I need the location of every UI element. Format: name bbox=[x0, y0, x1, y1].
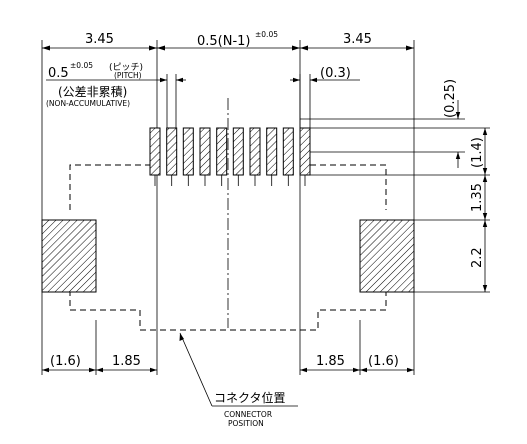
pitch-label-jp: (ピッチ) bbox=[109, 62, 143, 73]
dim-right-width: 3.45 bbox=[343, 32, 372, 47]
vertical-dimensions: (0.25) (1.4) 1.35 2.2 bbox=[443, 79, 488, 292]
signal-pad bbox=[216, 127, 228, 176]
signal-pad bbox=[232, 127, 244, 176]
pitch-tolerance: ±0.05 bbox=[70, 61, 93, 70]
pitch-value: 0.5 bbox=[48, 66, 69, 81]
bottom-dimension: (1.6) 1.85 1.85 (1.6) bbox=[42, 354, 414, 373]
hold-down-pad-left bbox=[41, 219, 97, 293]
dim-bottom-left-inner: 1.85 bbox=[112, 354, 141, 369]
signal-pad bbox=[282, 127, 294, 176]
signal-pad bbox=[299, 127, 311, 176]
dim-pad-length: (1.4) bbox=[470, 137, 485, 168]
callout-label-en-1: CONNECTOR bbox=[224, 410, 272, 419]
dim-bottom-left-outer: (1.6) bbox=[50, 354, 81, 369]
connector-outline bbox=[65, 164, 392, 331]
dim-right-gap: (0.3) bbox=[320, 66, 351, 81]
pitch-annotation: 0.5 ±0.05 (ピッチ) (PITCH) (公差非累積) (NON-ACC… bbox=[46, 61, 186, 128]
dim-center-width: 0.5(N-1) bbox=[197, 34, 251, 49]
callout-label-jp: コネクタ位置 bbox=[214, 390, 286, 405]
signal-pad bbox=[249, 127, 261, 176]
right-gap-annotation: (0.3) bbox=[290, 66, 360, 128]
hold-down-pads bbox=[41, 219, 415, 293]
connector-position-callout: コネクタ位置 CONNECTOR POSITION bbox=[179, 332, 298, 428]
callout-label-en-2: POSITION bbox=[228, 419, 264, 428]
signal-pad bbox=[199, 127, 211, 176]
dim-bottom-right-inner: 1.85 bbox=[316, 354, 345, 369]
signal-pad bbox=[166, 127, 178, 176]
dim-left-width: 3.45 bbox=[85, 32, 114, 47]
dim-center-tolerance: ±0.05 bbox=[255, 30, 278, 39]
signal-pad bbox=[266, 127, 278, 176]
top-dimension: 3.45 0.5(N-1) ±0.05 3.45 bbox=[42, 30, 414, 51]
non-accum-jp: (公差非累積) bbox=[58, 84, 127, 99]
dim-pad-offset: (0.25) bbox=[443, 79, 458, 118]
signal-pads bbox=[149, 127, 311, 186]
non-accum-en: (NON-ACCUMULATIVE) bbox=[46, 99, 130, 108]
signal-pad bbox=[149, 127, 161, 176]
dim-bottom-right-outer: (1.6) bbox=[368, 354, 399, 369]
dim-gap-height: 1.35 bbox=[470, 183, 485, 212]
dim-hold-height: 2.2 bbox=[470, 247, 485, 268]
hold-down-pad-right bbox=[359, 219, 415, 293]
pitch-label-en: (PITCH) bbox=[114, 71, 142, 80]
signal-pad bbox=[182, 127, 194, 176]
